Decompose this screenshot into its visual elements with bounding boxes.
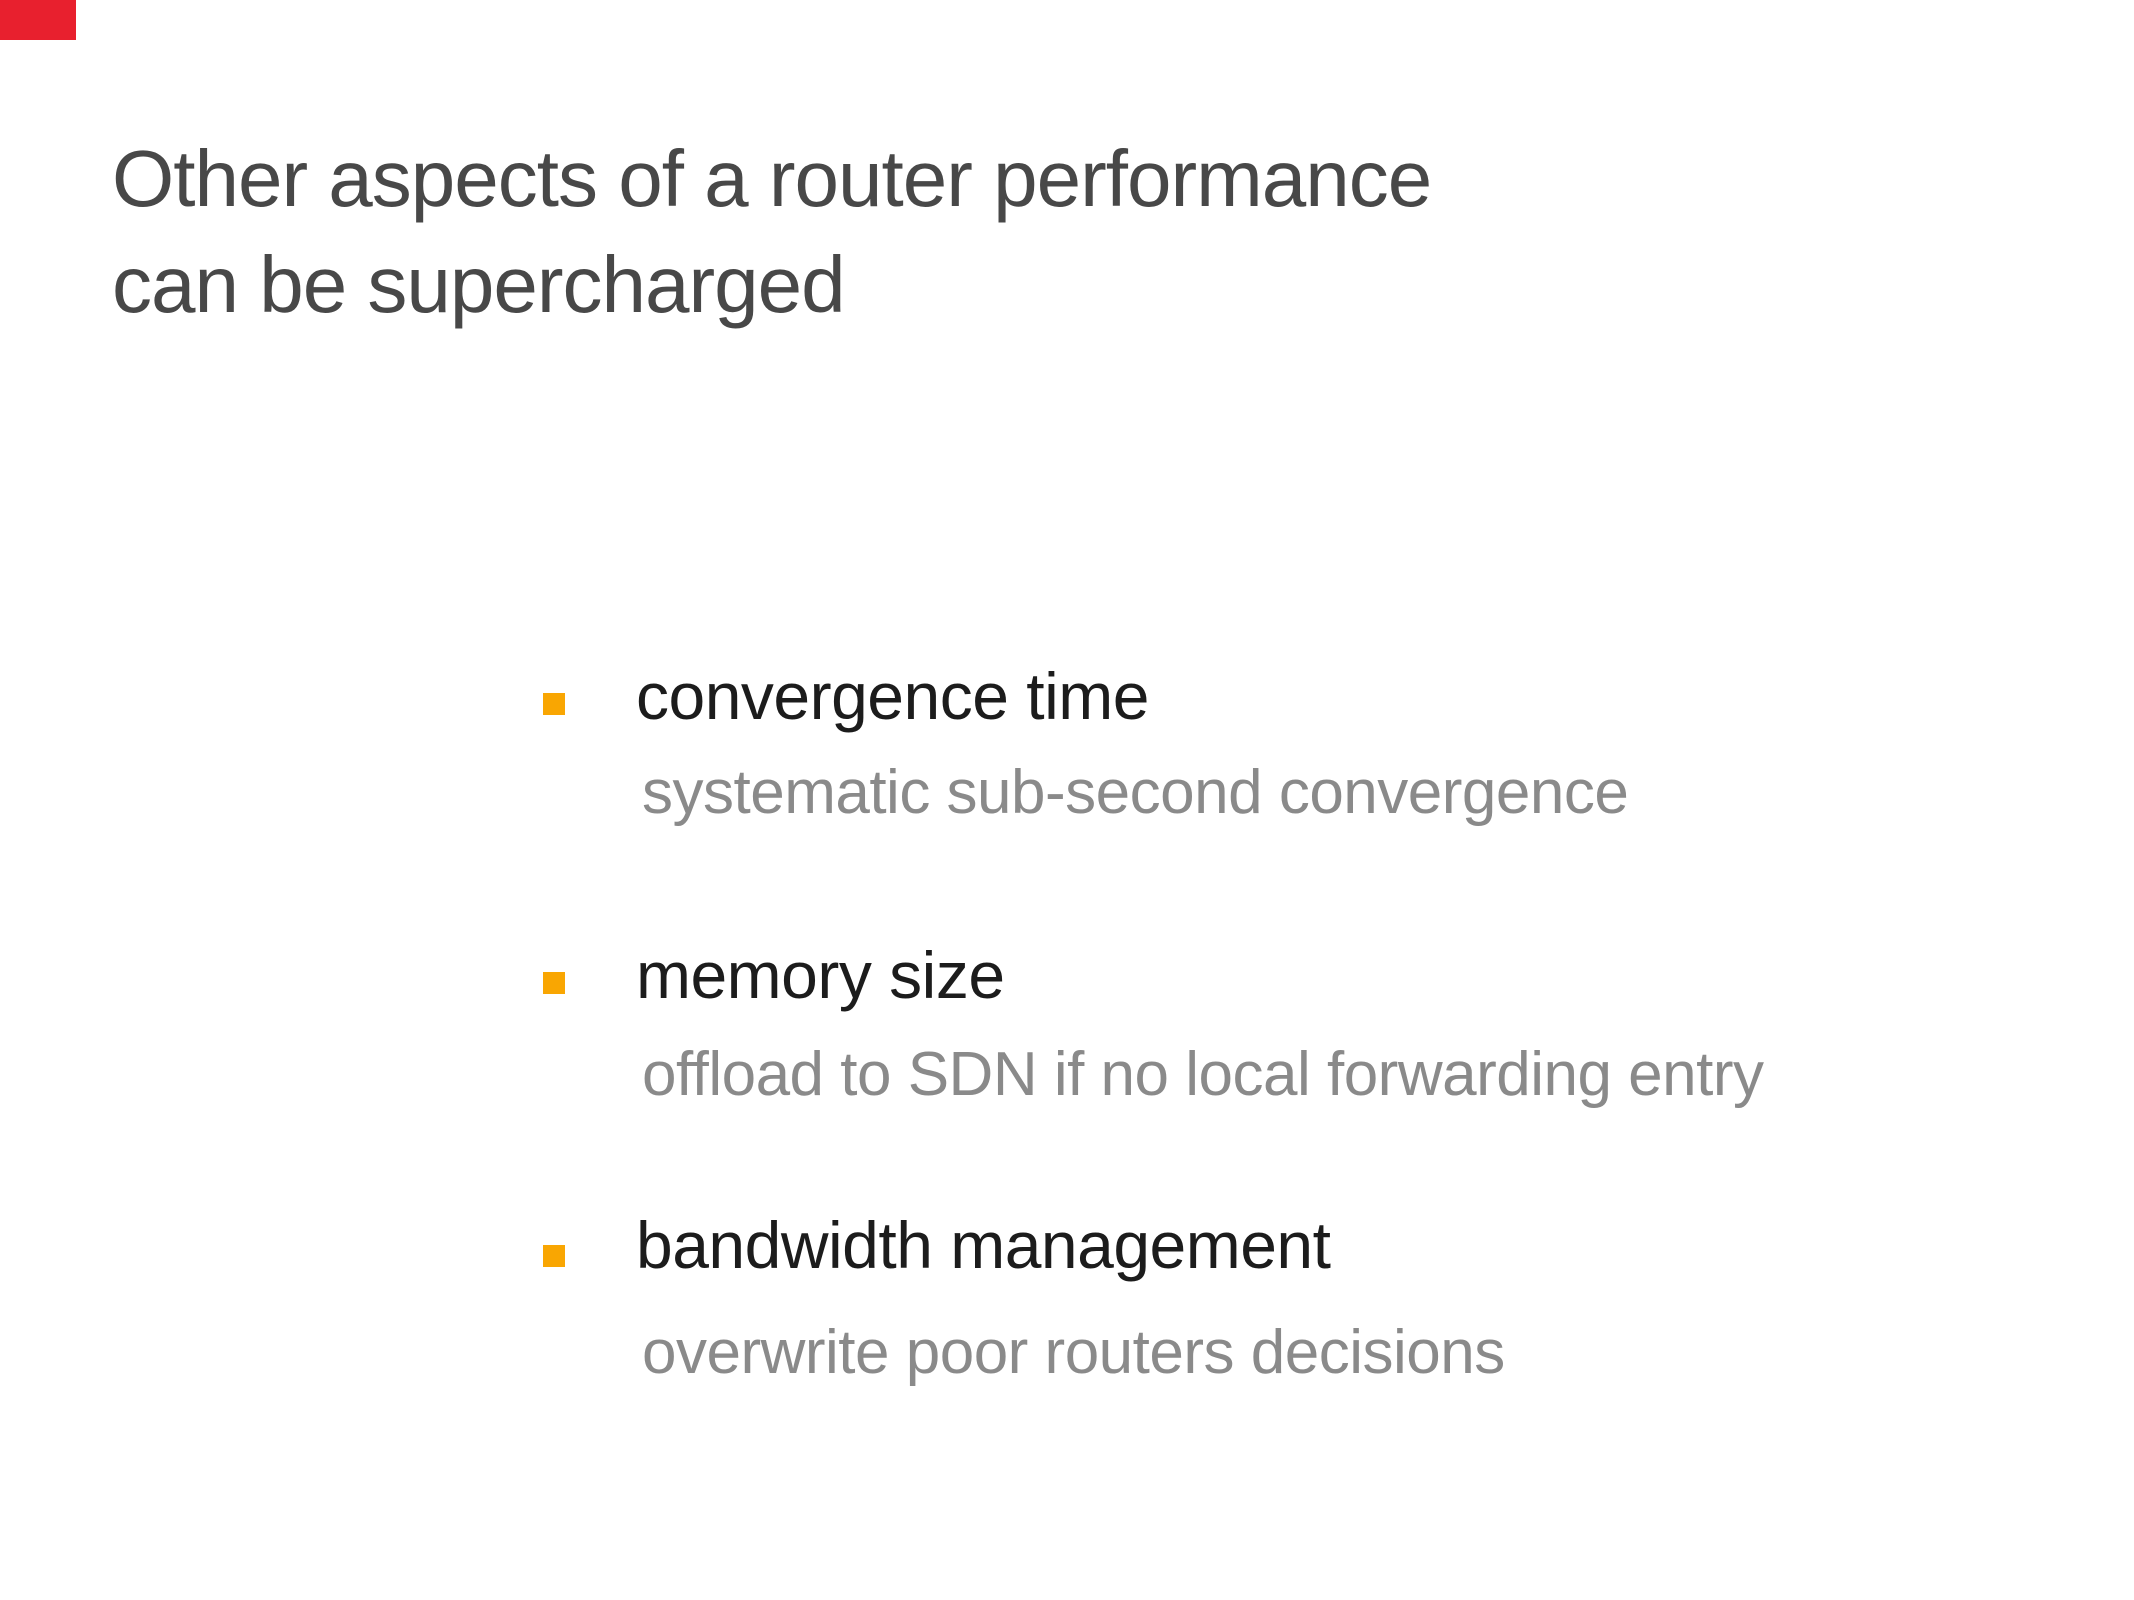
slide-title-line1: Other aspects of a router performance bbox=[112, 134, 1432, 223]
bullet-detail-memory-size: offload to SDN if no local forwarding en… bbox=[642, 1040, 1764, 1109]
bullet-detail-convergence-time: systematic sub-second convergence bbox=[642, 758, 1629, 827]
red-corner-logo bbox=[0, 0, 76, 40]
slide-title-line2: can be supercharged bbox=[112, 240, 846, 329]
orange-square-bullet-icon bbox=[543, 972, 565, 994]
bullet-detail-bandwidth-management: overwrite poor routers decisions bbox=[642, 1318, 1505, 1387]
orange-square-bullet-icon bbox=[543, 693, 565, 715]
bullet-label-memory-size: memory size bbox=[636, 938, 1005, 1012]
bullet-label-bandwidth-management: bandwidth management bbox=[636, 1208, 1331, 1282]
orange-square-bullet-icon bbox=[543, 1245, 565, 1267]
bullet-label-convergence-time: convergence time bbox=[636, 659, 1149, 733]
